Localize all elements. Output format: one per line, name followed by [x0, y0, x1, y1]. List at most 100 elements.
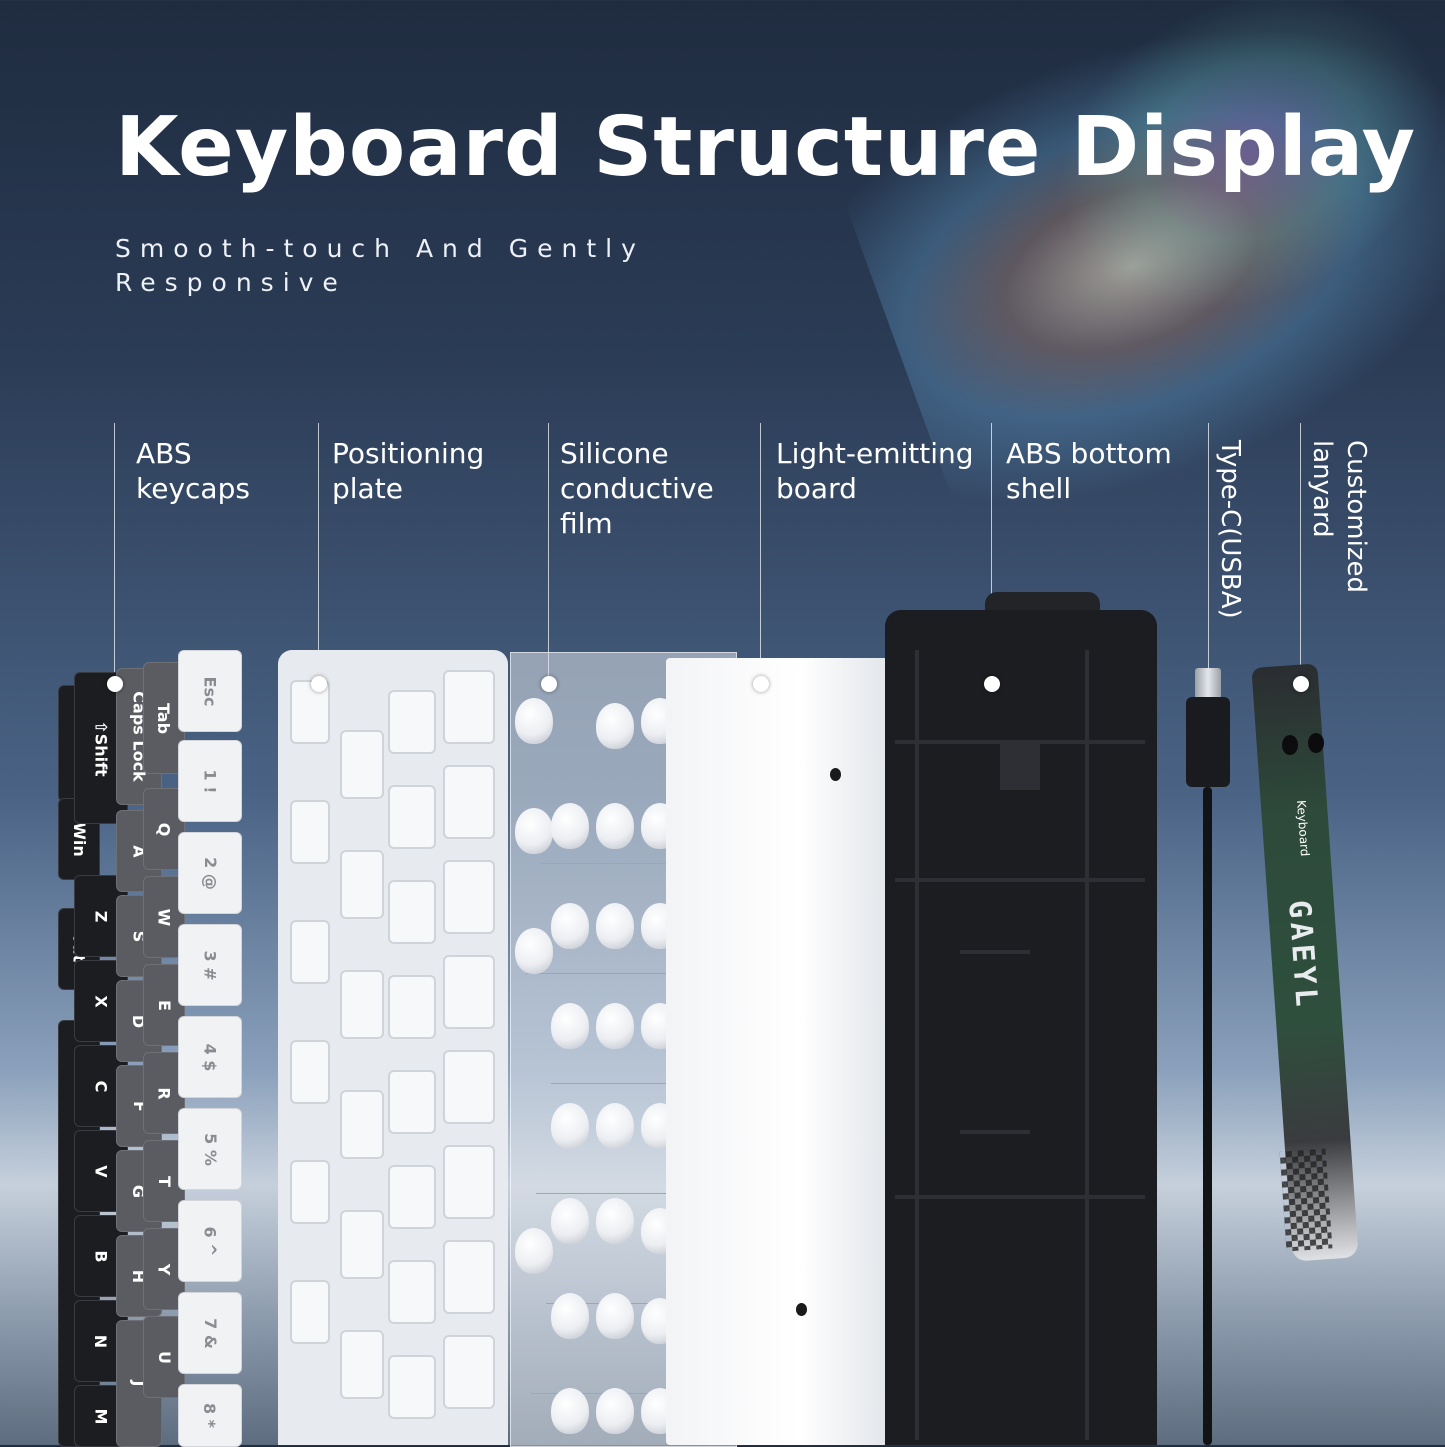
lanyard-checker-pattern	[1279, 1148, 1333, 1252]
plate-cell	[340, 970, 384, 1039]
callout-line-keycaps	[114, 423, 115, 683]
circuit-trace	[526, 973, 696, 974]
circuit-trace	[541, 863, 671, 864]
callout-line-board	[760, 423, 761, 683]
usb-c-connector	[1195, 668, 1221, 700]
plate-cell	[290, 1160, 330, 1224]
circuit-trace	[551, 1083, 691, 1084]
silicone-dome	[515, 1228, 553, 1274]
lanyard-rivet	[1282, 735, 1298, 755]
callout-line-plate	[318, 423, 319, 683]
keycap: 8 *	[178, 1384, 242, 1447]
silicone-dome	[596, 703, 634, 749]
keycap: 7 &	[178, 1292, 242, 1374]
callout-dot-board	[753, 676, 769, 692]
shell-rib	[960, 1130, 1030, 1134]
plate-cell	[388, 880, 436, 944]
silicone-dome	[515, 928, 553, 974]
keycap: 6 ^	[178, 1200, 242, 1282]
circuit-trace	[536, 1193, 696, 1194]
shell-rib	[960, 950, 1030, 954]
plate-cell	[388, 1260, 436, 1324]
plate-cell	[443, 1050, 495, 1124]
plate-cell	[443, 1145, 495, 1219]
plate-cell	[388, 1355, 436, 1419]
plate-cell	[388, 1070, 436, 1134]
mount-hole	[796, 1303, 807, 1316]
callout-dot-film	[541, 676, 557, 692]
silicone-dome	[596, 1388, 634, 1434]
plate-cell	[340, 850, 384, 919]
shell-rib	[1085, 650, 1089, 1440]
keycap: Esc	[178, 650, 242, 732]
silicone-dome	[596, 1293, 634, 1339]
keycap: 4 $	[178, 1016, 242, 1098]
plate-cell	[388, 785, 436, 849]
silicone-dome	[551, 1198, 589, 1244]
abs-bottom-shell	[885, 610, 1157, 1445]
plate-cell	[340, 1090, 384, 1159]
cable-head	[1186, 697, 1230, 787]
callout-dot-plate	[311, 676, 327, 692]
shell-rib	[895, 1195, 1145, 1199]
callout-dot-shell	[984, 676, 1000, 692]
silicone-dome	[596, 1198, 634, 1244]
keycap: 2 @	[178, 832, 242, 914]
keycap: 1 !	[178, 740, 242, 822]
keycap: 5 %	[178, 1108, 242, 1190]
cable-wire	[1203, 787, 1212, 1445]
plate-cell	[443, 955, 495, 1029]
silicone-dome	[551, 803, 589, 849]
callout-label-keycaps: ABS keycaps	[136, 437, 250, 505]
plate-cell	[290, 1280, 330, 1344]
lanyard-rivet	[1308, 733, 1324, 753]
plate-cell	[340, 730, 384, 799]
callout-label-lanyard: Customized lanyard	[1307, 440, 1371, 593]
callout-label-shell: ABS bottom shell	[1006, 437, 1172, 505]
silicone-dome	[551, 1293, 589, 1339]
plate-cell	[443, 1335, 495, 1409]
page-title: Keyboard Structure Display	[115, 100, 1417, 195]
callout-line-film	[548, 423, 549, 683]
plate-cell	[388, 1165, 436, 1229]
silicone-dome	[551, 1388, 589, 1434]
plate-cell	[290, 800, 330, 864]
plate-cell	[290, 1040, 330, 1104]
silicone-dome	[515, 808, 553, 854]
plate-cell	[443, 860, 495, 934]
abs-keycaps: Ctrl Win Alt ⇧Shift Z X C V B N M Caps L…	[58, 650, 263, 1447]
silicone-dome	[551, 903, 589, 949]
callout-line-lanyard	[1300, 423, 1301, 683]
silicone-dome	[551, 1103, 589, 1149]
silicone-dome	[515, 698, 553, 744]
silicone-dome	[596, 1103, 634, 1149]
callout-label-board: Light-emitting board	[776, 437, 974, 505]
callout-line-cable	[1208, 423, 1209, 683]
silicone-dome	[596, 1003, 634, 1049]
silicone-dome	[596, 803, 634, 849]
plate-cell	[340, 1330, 384, 1399]
positioning-plate	[278, 650, 508, 1445]
callout-label-cable: Type-C(USBA)	[1215, 440, 1245, 619]
plate-cell	[388, 690, 436, 754]
plate-cell	[443, 670, 495, 744]
plate-cell	[340, 1210, 384, 1279]
plate-cell	[443, 1240, 495, 1314]
circuit-trace	[531, 773, 681, 774]
page-subtitle: Smooth-touch And Gently Responsive	[115, 234, 645, 297]
keycap: 3 #	[178, 924, 242, 1006]
plate-cell	[388, 975, 436, 1039]
shell-rib	[1000, 740, 1040, 790]
silicone-dome	[596, 903, 634, 949]
callout-dot-keycaps	[107, 676, 123, 692]
callout-dot-lanyard	[1293, 676, 1309, 692]
light-emitting-board	[666, 658, 888, 1445]
plate-cell	[290, 920, 330, 984]
silicone-dome	[551, 1003, 589, 1049]
shell-rib	[915, 650, 919, 1440]
callout-label-plate: Positioning plate	[332, 437, 485, 505]
callout-line-shell	[991, 423, 992, 683]
callout-label-film: Silicone conductive film	[560, 437, 714, 540]
shell-rib	[895, 878, 1145, 882]
plate-cell	[443, 765, 495, 839]
